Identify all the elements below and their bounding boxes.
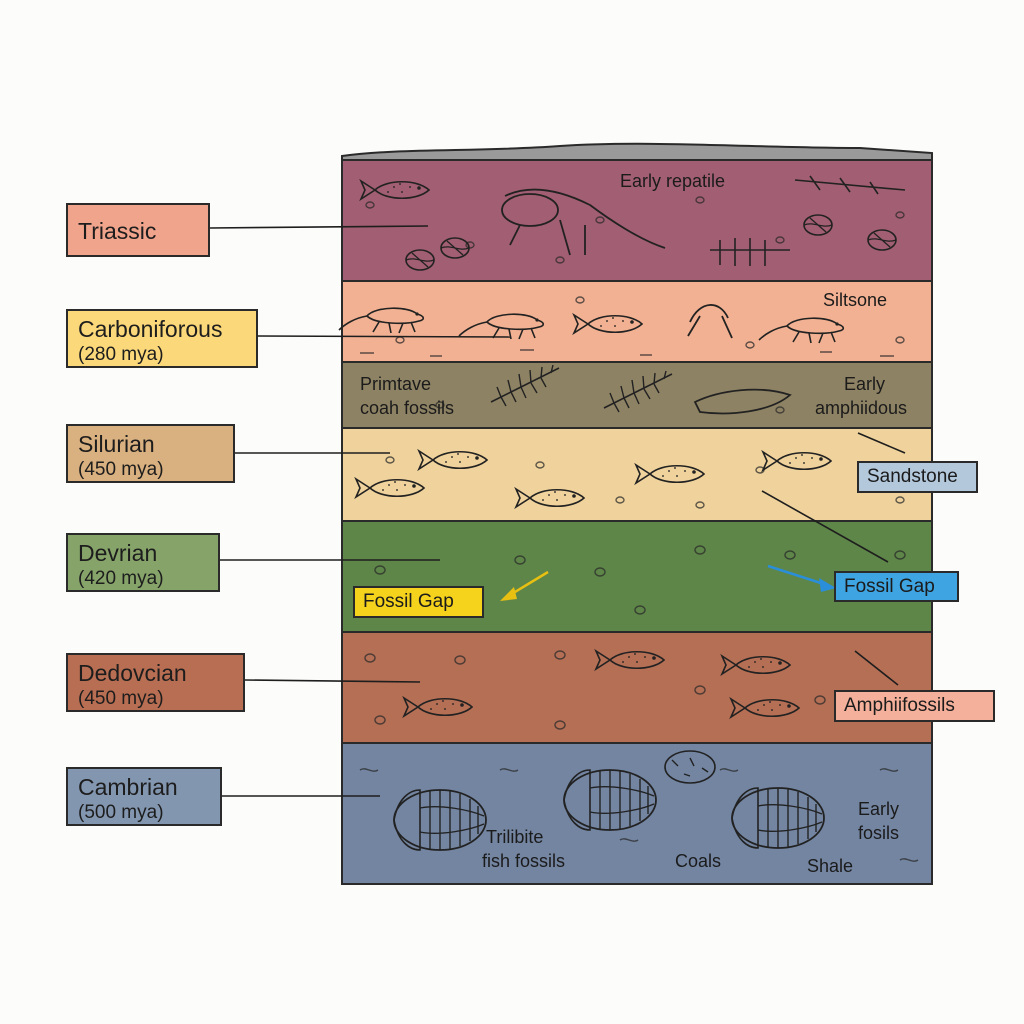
period-age: (450 mya) bbox=[78, 459, 164, 481]
label-ordovician: Dedovcian (450 mya) bbox=[66, 653, 245, 712]
period-age: (280 mya) bbox=[78, 344, 164, 366]
text-early-reptile: Early repatile bbox=[620, 171, 726, 191]
fossil-gap-arrows bbox=[500, 564, 836, 601]
layer-triassic bbox=[341, 159, 933, 282]
tag-fossil-gap-right: Fossil Gap bbox=[834, 571, 959, 602]
surface-cap bbox=[341, 142, 933, 164]
text-early-fossils-1: Early bbox=[858, 799, 900, 819]
label-silurian: Silurian (450 mya) bbox=[66, 424, 235, 483]
layer-sandstone bbox=[341, 427, 933, 522]
text-early-amph-2: amphiidous bbox=[815, 398, 908, 418]
layer-amphifossils bbox=[341, 631, 933, 744]
period-age: (420 mya) bbox=[78, 568, 164, 590]
text-shale: Shale bbox=[807, 856, 854, 876]
leader-lines bbox=[209, 225, 906, 797]
period-age: (450 mya) bbox=[78, 688, 164, 710]
text-trilobite-1: Trilibite bbox=[486, 827, 544, 847]
text-trilobite-2: fish fossils bbox=[482, 851, 566, 871]
period-name: Carboniforous bbox=[78, 316, 223, 342]
tag-fossil-gap-left: Fossil Gap bbox=[353, 586, 484, 618]
text-siltstone: Siltsone bbox=[823, 290, 888, 310]
fossil-illustrations bbox=[338, 175, 906, 851]
text-early-amph-1: Early bbox=[844, 374, 886, 394]
period-name: Cambrian bbox=[78, 774, 178, 800]
label-carboniferous: Carboniforous (280 mya) bbox=[66, 309, 258, 368]
label-devonian: Devrian (420 mya) bbox=[66, 533, 220, 592]
tag-sandstone: Sandstone bbox=[857, 461, 978, 493]
period-age: (500 mya) bbox=[78, 802, 164, 824]
label-cambrian: Cambrian (500 mya) bbox=[66, 767, 222, 826]
period-name: Silurian bbox=[78, 431, 155, 457]
text-coals: Coals bbox=[675, 851, 722, 871]
period-name: Devrian bbox=[78, 540, 158, 566]
label-triassic: Triassic bbox=[66, 203, 210, 257]
sediment-texture bbox=[359, 196, 919, 862]
tag-amphifossils: Amphiifossils bbox=[834, 690, 995, 722]
text-early-fossils-2: fosils bbox=[858, 823, 900, 843]
text-primitive-2: coah fossils bbox=[360, 398, 455, 418]
text-primitive-1: Primtave bbox=[360, 374, 432, 394]
period-name: Dedovcian bbox=[78, 660, 187, 686]
layer-primitive-coal bbox=[341, 361, 933, 429]
period-name: Triassic bbox=[78, 218, 157, 244]
